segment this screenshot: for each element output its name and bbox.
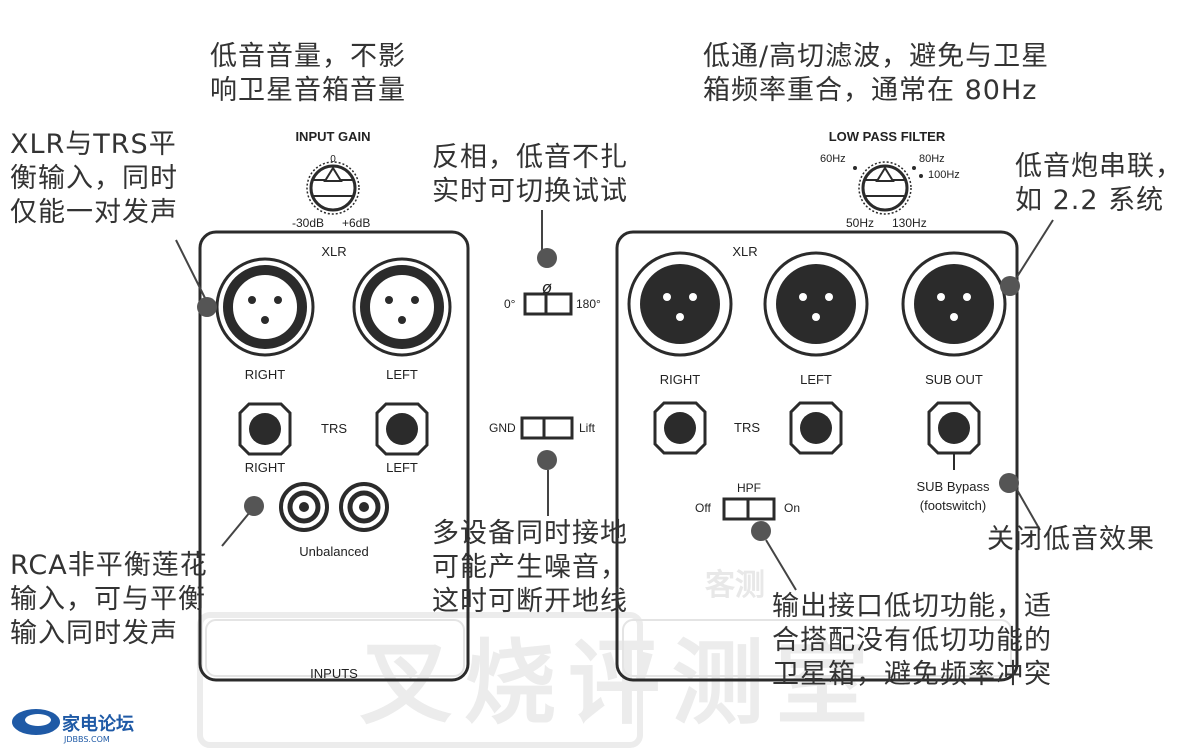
- input-xlr-left-jack[interactable]: [352, 257, 452, 357]
- input-trs-left-jack[interactable]: [375, 402, 429, 456]
- input-gain-title: INPUT GAIN: [295, 129, 370, 144]
- output-right-label: RIGHT: [660, 372, 701, 387]
- callout-dots: [197, 248, 1020, 541]
- ground-label-lift: Lift: [579, 421, 596, 435]
- phase-label-180: 180°: [576, 297, 601, 311]
- lpf-title: LOW PASS FILTER: [829, 129, 946, 144]
- input-panel-frame: [198, 230, 470, 682]
- input-xlr-label: XLR: [321, 244, 346, 259]
- watermark-sub-text: 客测: [705, 568, 765, 603]
- ground-note: 多设备同时接地 可能产生噪音， 这时可断开地线: [432, 518, 628, 617]
- center-switches: ø 0° 180° GND Lift: [489, 278, 601, 440]
- lpf-60-label: 60Hz: [820, 153, 846, 165]
- input-trs-label: TRS: [321, 421, 347, 436]
- bypass-note: 关闭低音效果: [987, 524, 1155, 555]
- input-gain-max: +6dB: [342, 216, 370, 230]
- lpf-50-label: 50Hz: [846, 216, 874, 230]
- sub-chain-note: 低音炮串联， 如 2.2 系统: [1015, 151, 1183, 216]
- callout-dot-ground: [537, 450, 557, 470]
- phase-symbol: ø: [542, 278, 552, 297]
- callout-leaders: [175, 210, 1054, 591]
- output-xlr-label: XLR: [732, 244, 757, 259]
- sub-bypass-label: SUB Bypass: [917, 479, 990, 494]
- callout-dot-bypass: [999, 473, 1019, 493]
- output-trs-label: TRS: [734, 420, 760, 435]
- phase-label-0: 0°: [504, 297, 516, 311]
- input-gain-note: 低音音量，不影 响卫星音箱音量: [210, 41, 406, 106]
- input-xlr-right-jack[interactable]: [215, 257, 315, 357]
- input-trs-right-label: RIGHT: [245, 460, 286, 475]
- hpf-on-label: On: [784, 501, 800, 515]
- callout-dot-hpf: [751, 521, 771, 541]
- input-unbalanced-label: Unbalanced: [299, 544, 368, 559]
- output-xlr-sub-out-jack[interactable]: [901, 251, 1007, 357]
- footswitch-label: (footswitch): [920, 498, 986, 513]
- callout-dot-rca: [244, 496, 264, 516]
- output-trs-right-jack[interactable]: [653, 401, 707, 455]
- ground-label-gnd: GND: [489, 421, 516, 435]
- output-panel-frame: [615, 230, 1019, 682]
- input-xlr-right-label: RIGHT: [245, 367, 286, 382]
- output-sub-bypass-jack[interactable]: [927, 401, 981, 455]
- input-gain-knob[interactable]: [306, 161, 360, 215]
- input-rca-right-jack[interactable]: [279, 482, 329, 532]
- output-sub-out-label: SUB OUT: [925, 372, 983, 387]
- hpf-off-label: Off: [695, 501, 711, 515]
- phase-switch[interactable]: [523, 292, 573, 316]
- ground-lift-switch[interactable]: [520, 416, 574, 440]
- input-trs-right-jack[interactable]: [238, 402, 292, 456]
- phase-note: 反相，低音不扎 实时可切换试试: [432, 142, 628, 207]
- inputs-footer-label: INPUTS: [310, 666, 358, 681]
- xlr-trs-note: XLR与TRS平 衡输入，同时 仅能一对发声: [10, 129, 178, 228]
- output-panel: LOW PASS FILTER 60Hz 80Hz 100Hz 50Hz 130…: [615, 129, 1019, 682]
- input-panel: INPUTS INPUT GAIN 0 -30dB +6dB XLR RIGHT: [198, 129, 470, 682]
- callout-dot-sub-chain: [1000, 276, 1020, 296]
- site-logo-name: 家电论坛: [62, 713, 134, 735]
- rca-note: RCA非平衡莲花 输入，可与平衡 输入同时发声: [10, 550, 208, 649]
- input-gain-min: -30dB: [292, 216, 324, 230]
- lpf-80-label: 80Hz: [919, 153, 945, 165]
- output-xlr-right-jack[interactable]: [627, 251, 733, 357]
- watermark: 叉烧评测室 客测: [197, 568, 880, 748]
- callout-dot-xlr: [197, 297, 217, 317]
- site-logo: 家电论坛 JDBBS.COM: [12, 709, 134, 744]
- hpf-switch[interactable]: [722, 497, 776, 521]
- lpf-note: 低通/高切滤波，避免与卫星 箱频率重合，通常在 80Hz: [703, 41, 1050, 106]
- input-rca-left-jack[interactable]: [339, 482, 389, 532]
- watermark-text: 叉烧评测室: [360, 630, 880, 737]
- site-logo-url: JDBBS.COM: [63, 735, 110, 744]
- lpf-130-label: 130Hz: [892, 216, 927, 230]
- input-trs-left-label: LEFT: [386, 460, 418, 475]
- input-xlr-left-label: LEFT: [386, 367, 418, 382]
- lpf-knob[interactable]: [853, 161, 923, 215]
- output-xlr-left-jack[interactable]: [763, 251, 869, 357]
- output-trs-left-jack[interactable]: [789, 401, 843, 455]
- input-gain-zero: 0: [330, 154, 336, 165]
- output-left-label: LEFT: [800, 372, 832, 387]
- callout-dot-phase: [537, 248, 557, 268]
- hpf-note: 输出接口低切功能，适 合搭配没有低切功能的 卫星箱，避免频率冲突: [772, 591, 1052, 690]
- hpf-title: HPF: [737, 481, 761, 495]
- lpf-100-label: 100Hz: [928, 169, 960, 181]
